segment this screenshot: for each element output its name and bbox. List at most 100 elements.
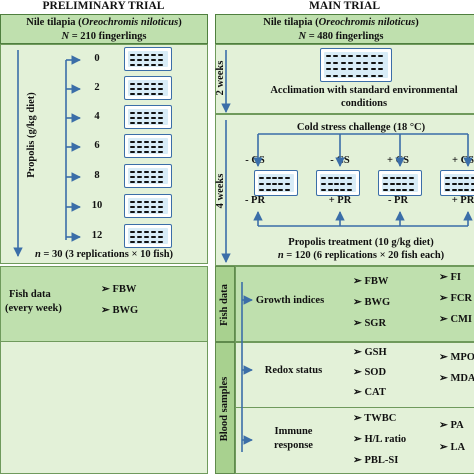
fish-icon (327, 177, 333, 179)
fish-icon (451, 189, 457, 191)
group-3-pr: - PR (387, 195, 409, 206)
growth-item: ➢ FBW (353, 276, 389, 287)
fish-icon (259, 189, 265, 191)
fish-icon (355, 61, 361, 64)
acclimation-line-1: Acclimation with standard environmental (270, 85, 458, 96)
fish-icon (136, 111, 142, 114)
fish-icon (402, 177, 408, 179)
fish-icon (158, 140, 164, 143)
fish-icon (151, 111, 157, 114)
immune-item: ➢ LA (439, 442, 466, 453)
fish-icon (383, 189, 389, 191)
preliminary-blank-panel (0, 342, 208, 474)
cold-stress-label: Cold stress challenge (18 °C) (296, 122, 426, 133)
fish-icon (158, 64, 164, 67)
fish-icon (151, 206, 157, 208)
fish-icon (158, 82, 164, 85)
fish-icon (136, 206, 142, 208)
fish-icon (334, 189, 339, 191)
fish-icon (136, 64, 142, 67)
fish-icon (151, 122, 157, 125)
fish-icon (445, 177, 451, 179)
fish-icon (136, 241, 142, 244)
fish-icon (158, 93, 164, 96)
fish-icon (408, 183, 414, 185)
fish-icon (136, 59, 142, 61)
fish-icon (136, 181, 142, 184)
fish-icon (158, 146, 164, 148)
fish-icon (129, 111, 135, 114)
fish-icon (158, 206, 164, 208)
fish-icon (144, 93, 149, 96)
fish-icon (333, 61, 339, 64)
fish-icon (470, 183, 474, 185)
fish-icon (144, 176, 149, 178)
fish-icon (151, 146, 157, 148)
fish-icon (151, 140, 157, 143)
acclimation-line-2: conditions (340, 98, 388, 109)
fish-icon (158, 200, 164, 203)
fish-icon (470, 177, 474, 179)
fish-icon (136, 176, 142, 178)
fish-icon (272, 189, 277, 191)
fish-icon (321, 189, 327, 191)
fish-icon (136, 93, 142, 96)
group-tank (316, 170, 360, 196)
fish-icon (144, 64, 149, 67)
fish-icon (136, 151, 142, 154)
fish-icon (158, 88, 164, 90)
fish-icon (144, 236, 149, 238)
group-1-pr: - PR (244, 195, 266, 206)
fish-icon (321, 183, 327, 185)
preliminary-n-total: N = 210 fingerlings (61, 31, 147, 42)
fish-icon (151, 64, 157, 67)
fish-icon (151, 82, 157, 85)
main-title: MAIN TRIAL (308, 0, 381, 12)
fish-icon (348, 55, 354, 58)
main-n-group: n = 120 (6 replications × 20 fish each) (277, 250, 445, 261)
immune-item: ➢ PBL-SI (353, 455, 399, 466)
main-header: Nile tilapia (Oreochromis niloticus) N =… (215, 14, 474, 44)
fish-icon (144, 140, 149, 143)
fish-icon (370, 74, 376, 77)
fish-icon (383, 183, 389, 185)
fish-icon (325, 68, 331, 71)
fish-icon (144, 151, 149, 154)
fish-icon (259, 177, 265, 179)
fish-icon (378, 55, 384, 58)
fish-icon (158, 122, 164, 125)
fish-icon (129, 93, 135, 96)
redox-item: ➢ MPO (439, 352, 474, 363)
fish-icon (464, 189, 470, 191)
fish-data-side-label: Fish data (215, 266, 235, 342)
fish-icon (325, 55, 331, 58)
dose-label: 8 (94, 170, 100, 181)
dose-label: 0 (94, 53, 100, 64)
fish-icon (129, 140, 135, 143)
fish-icon (129, 241, 135, 244)
fish-icon (151, 230, 157, 233)
preliminary-fish-data-label: Fish data (9, 289, 51, 300)
fish-icon (136, 170, 142, 173)
fish-icon (402, 189, 408, 191)
fish-icon (402, 183, 408, 185)
main-n-total: N = 480 fingerlings (298, 31, 384, 42)
fish-icon (129, 176, 135, 178)
fish-icon (129, 200, 135, 203)
fish-icon (284, 189, 290, 191)
fish-icon (151, 181, 157, 184)
group-2-pr: + PR (328, 195, 352, 206)
fish-icon (151, 241, 157, 244)
fish-icon (129, 122, 135, 125)
growth-item: ➢ CMI (439, 314, 473, 325)
fish-icon (346, 189, 352, 191)
fish-icon (451, 177, 457, 179)
fish-icon (144, 211, 149, 214)
fish-icon (151, 211, 157, 214)
dose-label: 4 (94, 111, 100, 122)
fish-icon (151, 170, 157, 173)
immune-item: ➢ TWBC (353, 413, 397, 424)
fish-icon (355, 55, 361, 58)
fish-icon (346, 177, 352, 179)
fish-icon (284, 177, 290, 179)
